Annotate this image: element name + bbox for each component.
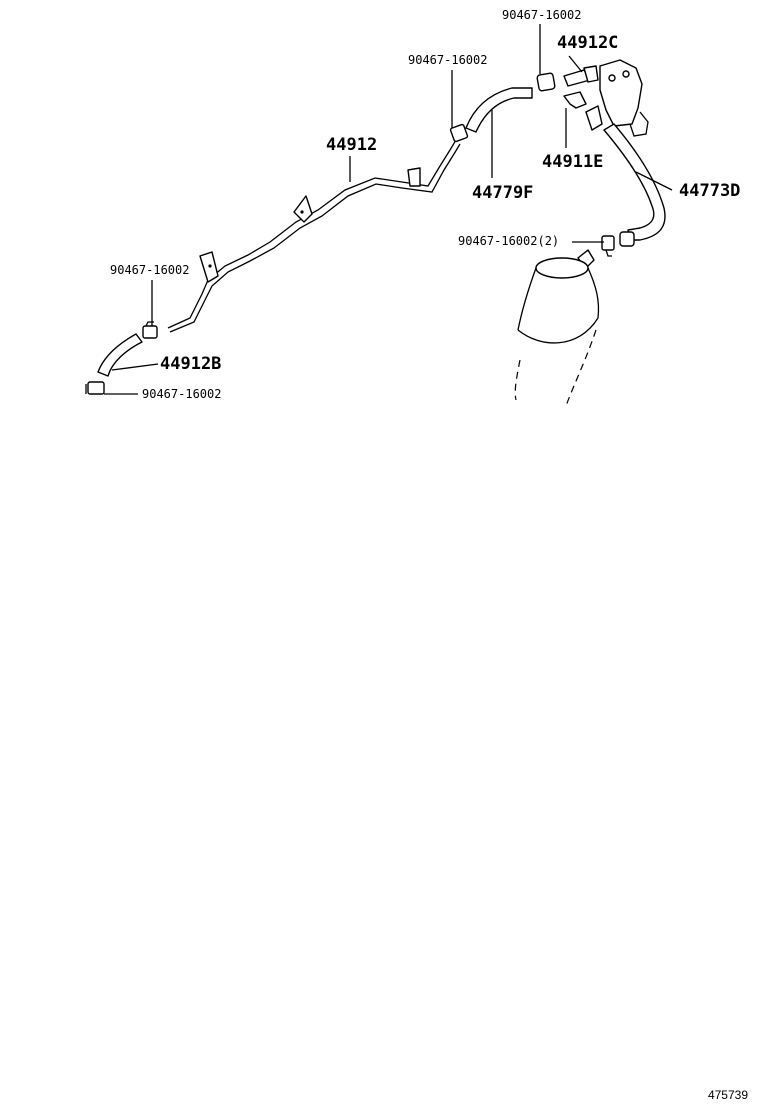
label-44773d: 44773D <box>679 181 740 201</box>
filler-neck <box>514 249 600 407</box>
hose-44912b <box>97 333 143 377</box>
pipe-44912 <box>167 139 461 333</box>
label-clamp-pipe: 90467-16002 <box>408 53 487 67</box>
clamp-lower-left <box>85 381 105 395</box>
label-clamp-top: 90467-16002 <box>502 8 581 22</box>
hose-44779f <box>465 87 533 133</box>
fitting-44912c <box>563 65 599 87</box>
label-44912b: 44912B <box>160 354 221 374</box>
label-44911e: 44911E <box>542 152 603 172</box>
label-44779f: 44779F <box>472 183 533 203</box>
leader-lines <box>104 24 673 395</box>
label-44912c: 44912C <box>557 33 618 53</box>
label-clamp-left: 90467-16002 <box>110 263 189 277</box>
clamp-upper-left <box>142 321 158 339</box>
elbow-44911e <box>563 91 603 131</box>
clamp-lower-right <box>601 235 615 257</box>
label-clamp-bottom: 90467-16002 <box>142 387 221 401</box>
label-44912: 44912 <box>326 135 377 155</box>
clamp-pipe-top <box>449 123 469 143</box>
label-clamp-2: 90467-16002(2) <box>458 234 559 248</box>
hose-44773d <box>603 123 666 247</box>
valve-assembly <box>599 59 649 137</box>
catalog-number: 475739 <box>707 1088 748 1102</box>
clamp-hose-top <box>536 72 556 92</box>
